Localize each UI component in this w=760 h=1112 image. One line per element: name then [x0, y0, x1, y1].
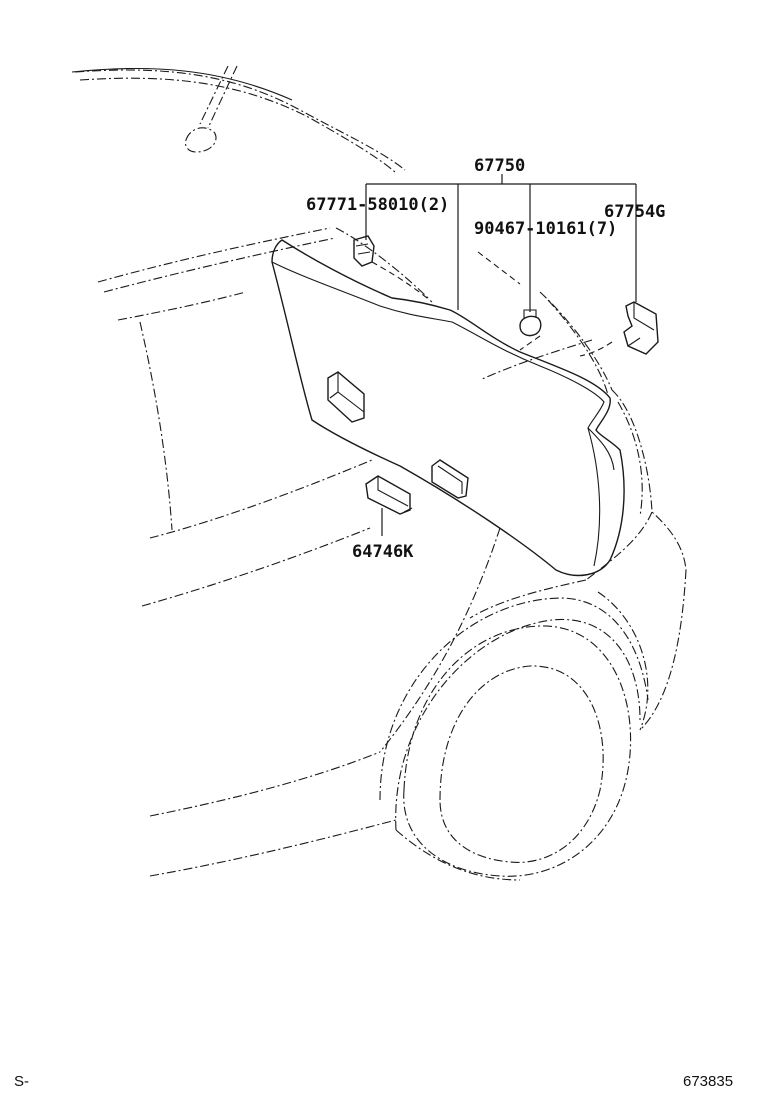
- quarter-trim-panel: [271, 239, 625, 577]
- leader-lines: [365, 174, 637, 536]
- label-67771: 67771-58010(2): [306, 195, 449, 215]
- label-64746k: 64746K: [352, 542, 414, 562]
- label-67750: 67750: [474, 156, 525, 176]
- cover-64746k: [365, 475, 413, 515]
- figure-number: 673835: [683, 1073, 733, 1090]
- bracket-67754g: [623, 301, 659, 355]
- vehicle-body-outline: [71, 65, 687, 881]
- footer-left-code: S-: [14, 1073, 29, 1090]
- clip-90467: [519, 309, 542, 337]
- label-90467: 90467-10161(7): [474, 219, 617, 239]
- label-67754g: 67754G: [604, 202, 665, 222]
